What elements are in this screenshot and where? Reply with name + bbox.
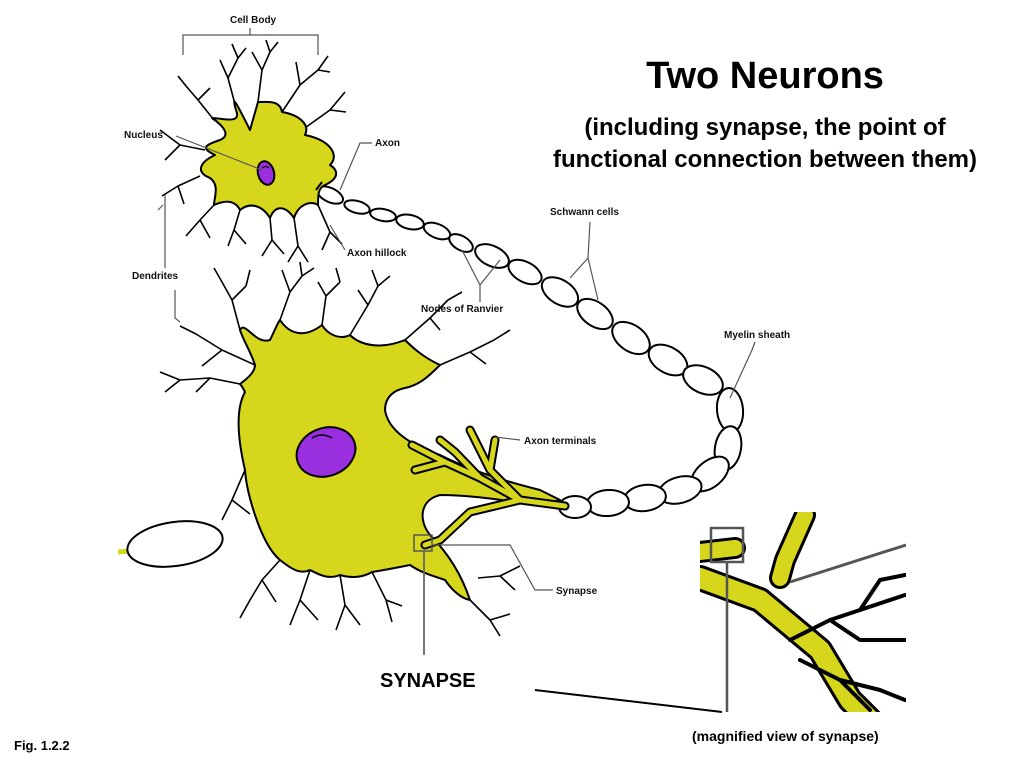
top-neuron — [159, 39, 347, 263]
label-myelin-sheath: Myelin sheath — [724, 330, 791, 341]
magnified-view — [700, 512, 906, 712]
slide-title: Two Neurons — [646, 55, 884, 97]
bottom-nucleus — [295, 426, 357, 478]
label-cell-body: Cell Body — [230, 15, 277, 26]
label-schwann-cells: Schwann cells — [550, 207, 619, 218]
label-axon: Axon — [375, 138, 400, 149]
label-axon-hillock: Axon hillock — [347, 248, 407, 259]
bottom-neuron — [159, 261, 561, 637]
bottom-axon-myelin — [117, 520, 224, 568]
myelin-sheath — [315, 185, 745, 519]
axon-terminals — [407, 425, 570, 550]
label-dendrites: Dendrites — [132, 271, 179, 282]
top-nucleus — [256, 160, 276, 186]
synapse-box — [413, 534, 433, 552]
magnified-caption: (magnified view of synapse) — [692, 728, 879, 744]
synapse-callout: SYNAPSE — [380, 670, 476, 692]
label-synapse: Synapse — [556, 586, 598, 597]
label-nucleus: Nucleus — [124, 130, 163, 141]
label-axon-terminals: Axon terminals — [524, 436, 597, 447]
figure-label: Fig. 1.2.2 — [14, 738, 70, 753]
label-nodes-of-ranvier: Nodes of Ranvier — [421, 304, 504, 315]
slide-subtitle: (including synapse, the point of functio… — [552, 114, 978, 173]
leader-lines — [157, 28, 756, 655]
